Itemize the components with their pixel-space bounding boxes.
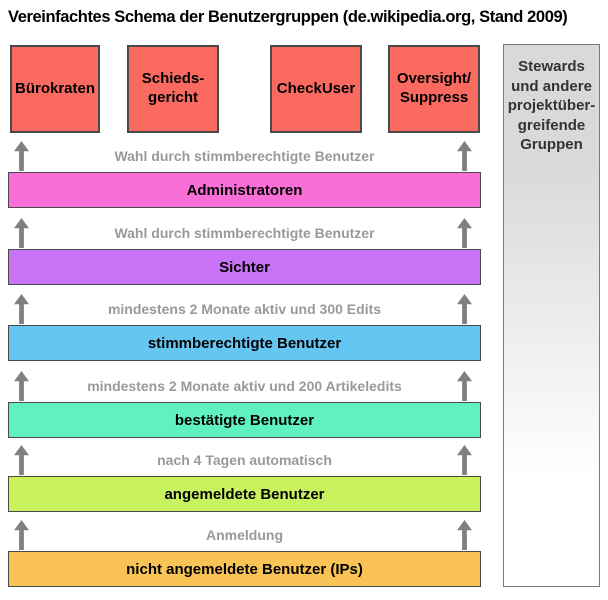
up-arrow-icon xyxy=(14,294,29,324)
up-arrow-icon xyxy=(14,141,29,171)
user-group-bar-bestaetigte: bestätigte Benutzer xyxy=(8,402,481,438)
promotion-step: Wahl durch stimmberechtigte Benutzer xyxy=(8,218,481,248)
promotion-step: mindestens 2 Monate aktiv und 200 Artike… xyxy=(8,371,481,401)
up-arrow-icon xyxy=(14,445,29,475)
promotion-condition-label: mindestens 2 Monate aktiv und 300 Edits xyxy=(107,301,382,317)
promotion-condition-label: Wahl durch stimmberechtigte Benutzer xyxy=(114,225,375,241)
stewards-box: Stewards und andere projektüber- greifen… xyxy=(503,44,600,587)
up-arrow-icon xyxy=(457,520,472,550)
user-group-bar-angemeldete: angemeldete Benutzer xyxy=(8,476,481,512)
promotion-condition-label: Anmeldung xyxy=(206,527,283,543)
group-box-oversight-suppress: Oversight/ Suppress xyxy=(388,45,480,133)
group-box-buerokraten: Bürokraten xyxy=(10,45,100,133)
up-arrow-icon xyxy=(457,445,472,475)
promotion-condition-label: Wahl durch stimmberechtigte Benutzer xyxy=(114,148,375,164)
group-box-schiedsgericht: Schieds- gericht xyxy=(127,45,219,133)
promotion-condition-label: mindestens 2 Monate aktiv und 200 Artike… xyxy=(87,378,402,394)
up-arrow-icon xyxy=(14,520,29,550)
promotion-step: Wahl durch stimmberechtigte Benutzer xyxy=(8,141,481,171)
up-arrow-icon xyxy=(457,218,472,248)
promotion-step: mindestens 2 Monate aktiv und 300 Edits xyxy=(8,294,481,324)
up-arrow-icon xyxy=(457,141,472,171)
up-arrow-icon xyxy=(14,371,29,401)
promotion-step: Anmeldung xyxy=(8,520,481,550)
up-arrow-icon xyxy=(14,218,29,248)
up-arrow-icon xyxy=(457,294,472,324)
diagram-title: Vereinfachtes Schema der Benutzergruppen… xyxy=(8,8,568,26)
user-group-bar-nicht-angemeldete: nicht angemeldete Benutzer (IPs) xyxy=(8,551,481,587)
up-arrow-icon xyxy=(457,371,472,401)
group-box-checkuser: CheckUser xyxy=(270,45,362,133)
user-group-bar-stimmberechtigte: stimmberechtigte Benutzer xyxy=(8,325,481,361)
promotion-step: nach 4 Tagen automatisch xyxy=(8,445,481,475)
promotion-condition-label: nach 4 Tagen automatisch xyxy=(157,452,332,468)
user-group-bar-administratoren: Administratoren xyxy=(8,172,481,208)
user-group-bar-sichter: Sichter xyxy=(8,249,481,285)
